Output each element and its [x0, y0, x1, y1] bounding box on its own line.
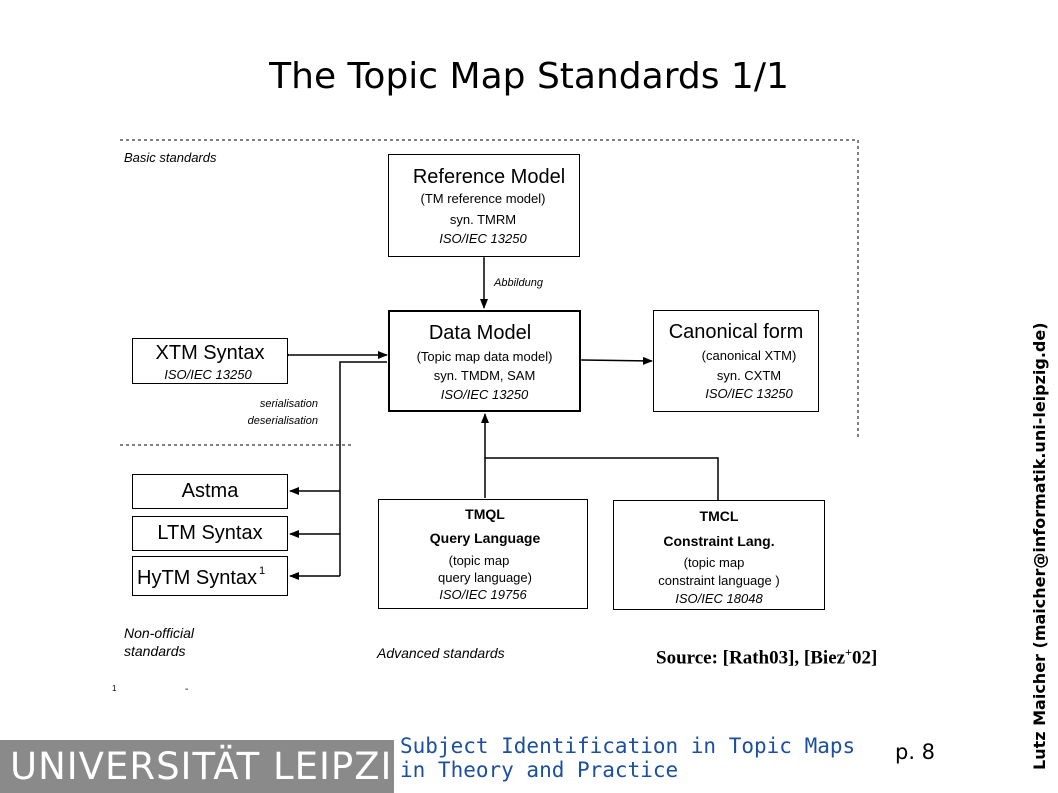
tmcl-desc-line2: constraint language )	[658, 573, 780, 588]
canonical-form-syn: syn. CXTM	[716, 368, 782, 383]
non-official-standards-label: Non-official standards	[124, 625, 195, 659]
canonical-form-box: Canonical form (canonical XTM) syn. CXTM…	[653, 310, 819, 412]
advanced-standards-label: Advanced standards	[377, 645, 505, 661]
footnote-text: -	[185, 684, 189, 695]
serialisation-label: serialisation	[259, 398, 318, 410]
xtm-syntax-iso: ISO/IEC 13250	[164, 367, 252, 382]
tmql-iso: ISO/IEC 19756	[439, 587, 527, 602]
tmql-full-name: Query Language	[429, 530, 541, 546]
basic-standards-label: Basic standards	[124, 150, 217, 165]
tmcl-desc-line1: (topic map	[683, 555, 745, 570]
source-suffix: 02]	[851, 647, 878, 669]
page-title: The Topic Map Standards 1/1	[269, 56, 789, 97]
canonical-form-desc: (canonical XTM)	[701, 348, 797, 363]
ltm-syntax-box: LTM Syntax	[132, 516, 288, 551]
ltm-syntax-title: LTM Syntax	[157, 522, 263, 544]
data-model-title: Data Model	[428, 322, 532, 344]
data-model-syn: syn. TMDM, SAM	[433, 368, 536, 383]
data-model-box: Data Model (Topic map data model) syn. T…	[388, 310, 581, 412]
astma-box: Astma	[132, 474, 288, 509]
syntax-trunk	[339, 361, 387, 576]
tmcl-title: TMCL	[699, 508, 739, 524]
tmql-title: TMQL	[465, 506, 505, 522]
reference-model-syn: syn. TMRM	[449, 212, 517, 227]
subject-line-1: Subject Identification in Topic Maps	[400, 734, 856, 758]
footnote-mark: 1	[112, 684, 117, 693]
presentation-subject: Subject Identification in Topic Maps in …	[400, 734, 855, 782]
university-logo: UNIVERSITÄT LEIPZIG	[10, 745, 423, 788]
canonical-form-title: Canonical form	[668, 321, 804, 343]
reference-model-iso: ISO/IEC 13250	[439, 231, 527, 246]
source-citation: Source: [Rath03], [Biez+02]	[656, 645, 877, 669]
astma-title: Astma	[181, 480, 239, 502]
canonical-arrow	[572, 355, 653, 365]
footer-logo-bar	[0, 740, 394, 793]
tmql-desc-line1: (topic map	[448, 553, 510, 568]
canonical-form-iso: ISO/IEC 13250	[705, 386, 793, 401]
reference-model-title: Reference Model	[412, 166, 566, 188]
hytm-footnote-mark: 1	[259, 565, 266, 577]
page-number: p. 8	[895, 740, 936, 764]
xtm-syntax-box: XTM Syntax ISO/IEC 13250	[132, 338, 288, 384]
author-contact: Lutz Maicher (maicher@informatik.uni-lei…	[1030, 322, 1049, 770]
source-sup: +	[845, 645, 852, 659]
reference-model-desc: (TM reference model)	[420, 191, 546, 206]
xtm-syntax-title: XTM Syntax	[155, 342, 265, 364]
subject-line-2: in Theory and Practice	[400, 758, 679, 782]
advanced-connector	[484, 457, 719, 500]
reference-model-box: Reference Model (TM reference model) syn…	[388, 154, 580, 257]
abbildung-label: Abbildung	[494, 277, 543, 289]
tmcl-full-name: Constraint Lang.	[663, 533, 775, 549]
hytm-syntax-name: HyTM Syntax	[137, 567, 258, 589]
tmcl-box: TMCL Constraint Lang. (topic map constra…	[613, 500, 825, 610]
tmcl-iso: ISO/IEC 18048	[675, 591, 763, 606]
data-model-iso: ISO/IEC 13250	[440, 387, 529, 402]
tmql-box: TMQL Query Language (topic map query lan…	[378, 499, 588, 609]
data-model-desc: (Topic map data model)	[416, 349, 553, 364]
tmql-desc-line2: query language)	[438, 570, 532, 585]
source-prefix: Source: [Rath03], [Biez	[656, 647, 846, 669]
deserialisation-label: deserialisation	[247, 415, 318, 427]
